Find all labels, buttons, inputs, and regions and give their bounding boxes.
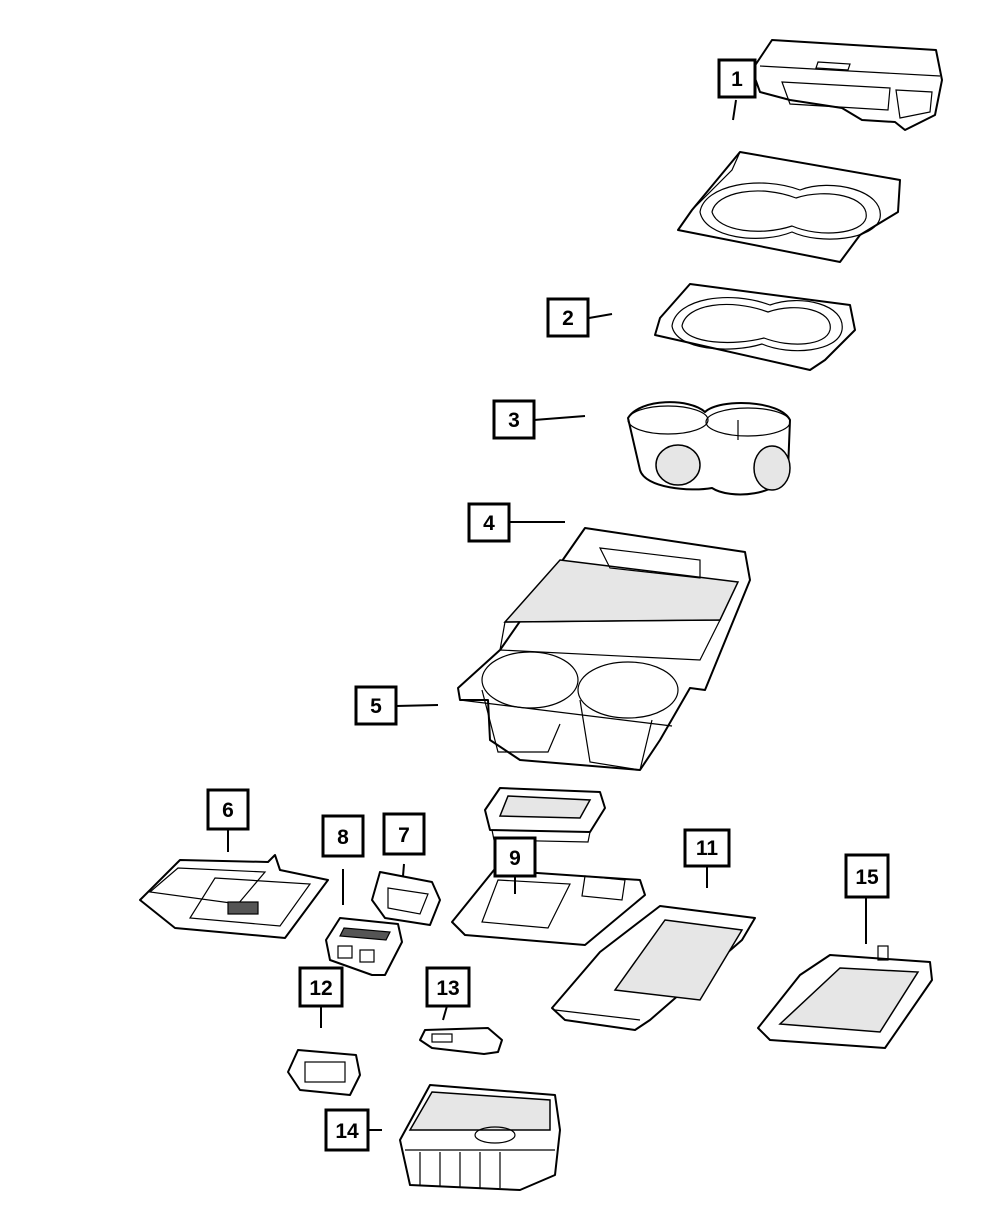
callout-3: 3 xyxy=(492,399,536,440)
part-12-switch-housing xyxy=(287,1049,361,1096)
callout-14: 14 xyxy=(324,1108,370,1152)
callout-8: 8 xyxy=(321,814,365,858)
svg-text:1: 1 xyxy=(731,68,743,91)
svg-text:6: 6 xyxy=(222,799,234,822)
svg-text:12: 12 xyxy=(309,977,332,1000)
svg-text:9: 9 xyxy=(509,847,521,870)
callout-5: 5 xyxy=(354,685,398,726)
svg-text:13: 13 xyxy=(436,977,459,1000)
usb-module xyxy=(484,787,606,843)
svg-text:11: 11 xyxy=(696,837,719,860)
svg-text:4: 4 xyxy=(483,512,495,535)
leader-lines xyxy=(227,99,867,1131)
callout-4: 4 xyxy=(467,502,511,543)
svg-text:3: 3 xyxy=(508,409,520,432)
svg-text:14: 14 xyxy=(335,1120,359,1143)
part-13-latch xyxy=(419,1027,503,1055)
part-11-armrest-pad xyxy=(551,905,756,1031)
part-9-lid-panel xyxy=(451,869,646,946)
svg-text:7: 7 xyxy=(398,824,410,847)
part-14-control-module xyxy=(399,1084,561,1191)
callout-15: 15 xyxy=(844,853,890,899)
part-15-tray-mat xyxy=(757,945,933,1049)
callout-7: 7 xyxy=(382,812,426,856)
part-1-bezel xyxy=(751,39,943,131)
part-3-cup-insert xyxy=(627,401,791,496)
callout-1: 1 xyxy=(717,58,757,99)
svg-text:8: 8 xyxy=(337,826,349,849)
part-4-5-console-bin xyxy=(457,527,751,771)
svg-text:2: 2 xyxy=(562,307,574,330)
callout-9: 9 xyxy=(493,836,537,878)
callout-2: 2 xyxy=(546,297,590,338)
part-6-storage-tray xyxy=(139,854,329,939)
callout-11: 11 xyxy=(683,828,731,868)
part-8-usb-connector xyxy=(325,917,403,976)
callout-13: 13 xyxy=(425,966,471,1008)
part-7-bracket xyxy=(371,871,441,926)
cupholder-top-plate xyxy=(677,151,901,263)
svg-text:15: 15 xyxy=(855,866,879,889)
callout-12: 12 xyxy=(298,966,344,1008)
svg-text:5: 5 xyxy=(370,695,382,718)
part-2-seal-plate xyxy=(654,283,856,371)
callout-6: 6 xyxy=(206,788,250,831)
